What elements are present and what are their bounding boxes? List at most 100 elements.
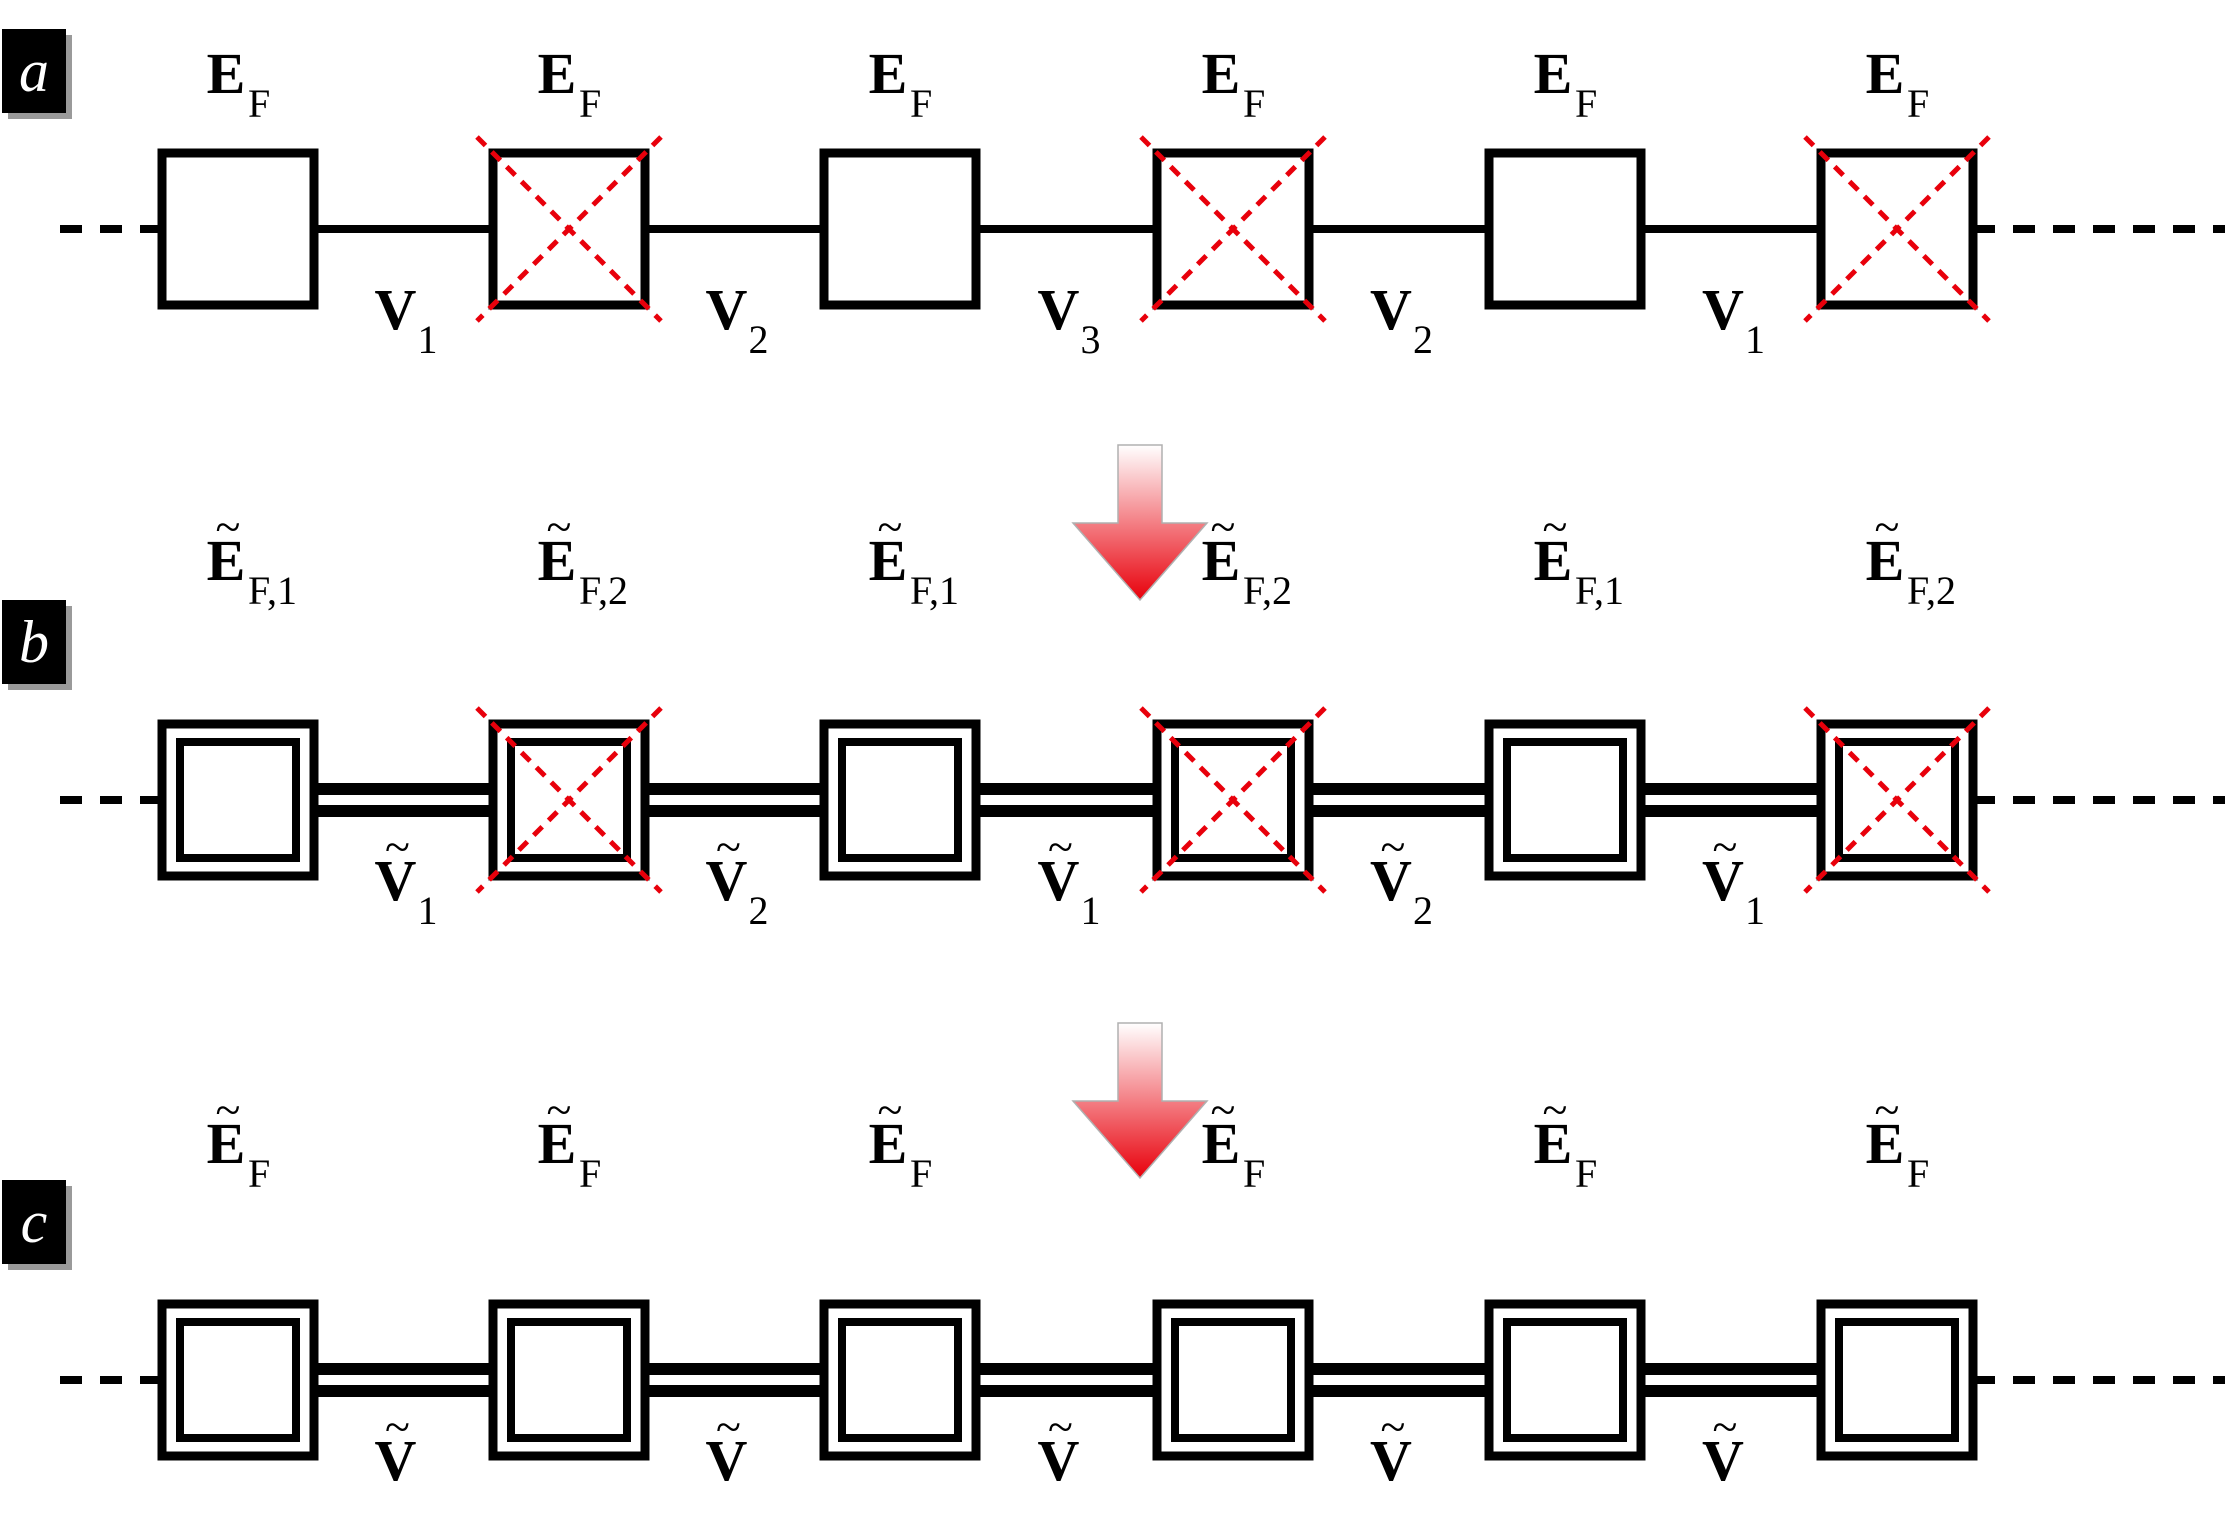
tilde-mark: ~: [1211, 501, 1236, 552]
site-label: E~F,1: [869, 501, 959, 613]
site-box-inner: [507, 1318, 631, 1442]
site-box-inner: [838, 1318, 962, 1442]
subscript: 2: [749, 888, 769, 933]
bond-gap: [1639, 795, 1823, 805]
site-box: [157, 148, 319, 310]
site: [1152, 1299, 1314, 1461]
site: [1484, 719, 1646, 881]
site-box-inner: [507, 738, 631, 862]
subscript: F: [1575, 1151, 1597, 1196]
site-label: E~F,1: [207, 501, 297, 613]
bond-coupling-symbol: V: [375, 1428, 417, 1493]
subscript: F,1: [910, 568, 959, 613]
tilde-mark: ~: [547, 1084, 572, 1135]
subscript: F: [1907, 81, 1929, 126]
site-energy-symbol: E: [1534, 1111, 1573, 1176]
tilde-mark: ~: [878, 1084, 903, 1135]
site-box-outer: [819, 1299, 981, 1461]
site-label: E~F,2: [538, 501, 628, 613]
site-box-inner: [1503, 1318, 1627, 1442]
tilde-mark: ~: [1048, 821, 1073, 872]
bond-coupling-symbol: V: [1702, 1428, 1744, 1493]
panel-label: a: [19, 38, 49, 104]
subscript: 1: [418, 888, 438, 933]
bond-label: V~2: [1370, 821, 1433, 933]
bond-coupling-symbol: V: [1038, 848, 1080, 913]
bond-gap: [312, 795, 495, 805]
bond-label: V~: [1370, 1401, 1412, 1493]
down-arrow-icon: [1071, 444, 1209, 602]
site-box-inner: [1835, 738, 1959, 862]
tilde-mark: ~: [1875, 501, 1900, 552]
bond-gap: [974, 1375, 1159, 1385]
subscript: F: [248, 81, 270, 126]
tilde-mark: ~: [216, 1084, 241, 1135]
site-box-outer: [1816, 1299, 1978, 1461]
bond-coupling-symbol: V: [1038, 1428, 1080, 1493]
bond-coupling-symbol: V: [1370, 848, 1412, 913]
tilde-mark: ~: [1875, 1084, 1900, 1135]
bond-label: V~: [375, 1401, 417, 1493]
site: [475, 135, 663, 323]
site: [1484, 148, 1646, 310]
tilde-mark: ~: [1713, 1401, 1738, 1452]
bond-label: V~: [706, 1401, 748, 1493]
site-energy-symbol: E: [1534, 41, 1573, 106]
decimation-cross-icon: [475, 135, 663, 323]
tilde-mark: ~: [1211, 1084, 1236, 1135]
decimation-cross-icon: [1139, 706, 1327, 894]
subscript: 1: [1745, 317, 1765, 362]
decimation-cross-icon: [1803, 135, 1991, 323]
bond-coupling-symbol: V: [1702, 277, 1744, 342]
site-label: E~F,2: [1202, 501, 1292, 613]
bond-gap: [974, 795, 1159, 805]
site-box-outer: [157, 1299, 319, 1461]
site-label: E~F: [207, 1084, 271, 1196]
site: [157, 719, 319, 881]
bond-label: V~2: [706, 821, 769, 933]
subscript: F,2: [1907, 568, 1956, 613]
site: [157, 1299, 319, 1461]
site-energy-symbol: E: [207, 41, 246, 106]
site-box-outer: [1484, 719, 1646, 881]
site-energy-symbol: E: [1202, 528, 1241, 593]
site: [1803, 135, 1991, 323]
subscript: F: [248, 1151, 270, 1196]
site-energy-symbol: E: [869, 528, 908, 593]
bond-coupling-symbol: V: [706, 277, 748, 342]
site-energy-symbol: E: [207, 1111, 246, 1176]
site-label: E~F: [1866, 1084, 1930, 1196]
bond-gap: [1307, 795, 1491, 805]
subscript: 1: [1081, 888, 1101, 933]
site-energy-symbol: E: [1202, 41, 1241, 106]
subscript: F: [1243, 1151, 1265, 1196]
subscript: F,2: [1243, 568, 1292, 613]
subscript: F,1: [248, 568, 297, 613]
site: [1803, 706, 1991, 894]
site: [1484, 1299, 1646, 1461]
site: [819, 719, 981, 881]
tilde-mark: ~: [1543, 501, 1568, 552]
subscript: F: [1907, 1151, 1929, 1196]
panel-label-badge: [2, 29, 66, 113]
site-label: E~F: [1202, 1084, 1266, 1196]
tilde-mark: ~: [1543, 1084, 1568, 1135]
subscript: 1: [418, 317, 438, 362]
site-box-inner: [1171, 738, 1295, 862]
tilde-mark: ~: [216, 501, 241, 552]
site-box-outer: [1816, 719, 1978, 881]
site-energy-symbol: E: [1866, 528, 1905, 593]
bond-coupling-symbol: V: [706, 848, 748, 913]
tilde-mark: ~: [385, 1401, 410, 1452]
subscript: F: [910, 1151, 932, 1196]
tilde-mark: ~: [1713, 821, 1738, 872]
site-box-inner: [176, 1318, 300, 1442]
